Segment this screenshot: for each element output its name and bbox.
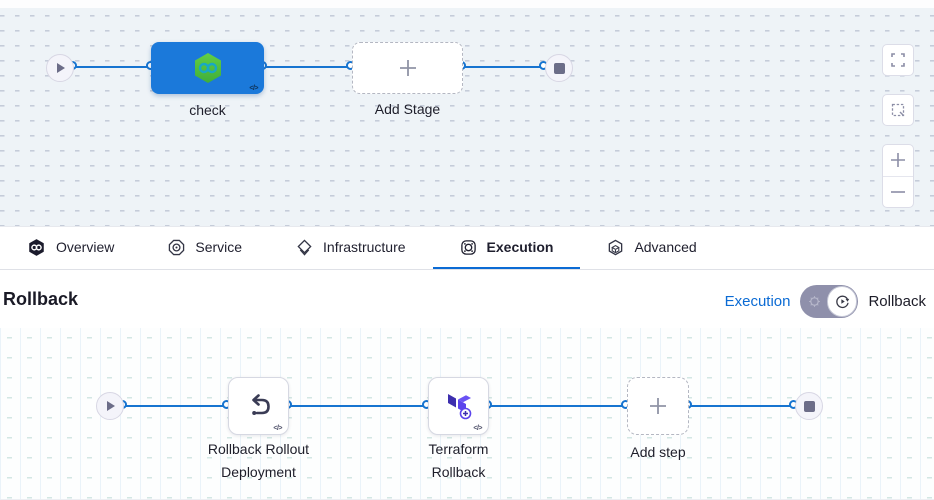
fullscreen-icon (891, 53, 905, 67)
zoom-out-button[interactable] (883, 177, 913, 208)
terraform-icon (447, 394, 471, 420)
play-icon (57, 63, 65, 73)
add-step-button[interactable] (627, 377, 689, 435)
step-label: Terraform Rollback (428, 441, 489, 480)
canvas-top-edge (0, 0, 934, 8)
tab-label: Overview (56, 239, 115, 255)
zoom-in-button[interactable] (883, 145, 913, 177)
execution-rollback-toggle[interactable] (800, 285, 859, 318)
tab-label: Service (195, 239, 243, 255)
stage-check[interactable]: </> (151, 42, 264, 94)
execution-mode-link[interactable]: Execution (724, 293, 791, 310)
connector-line (74, 66, 152, 68)
fullscreen-button[interactable] (882, 44, 914, 76)
connector-line (124, 405, 228, 407)
connector-line (489, 405, 627, 407)
tab-service[interactable]: Service (141, 227, 269, 269)
connector-line (264, 66, 352, 68)
add-step-label: Add step (630, 444, 686, 460)
rollback-mode-label: Rollback (868, 293, 926, 310)
code-icon: </> (249, 85, 258, 92)
section-title: Rollback (3, 289, 79, 309)
tab-label: Advanced (634, 239, 697, 255)
target-octagon-icon (169, 239, 185, 255)
stop-icon (803, 400, 815, 412)
rollback-section-header: Rollback Execution Rollb (0, 270, 934, 328)
plus-icon (650, 398, 666, 414)
toggle-rollback-segment[interactable] (827, 286, 858, 317)
step-rollback-rollout-deployment[interactable]: </> (228, 377, 289, 435)
step-terraform-rollback[interactable]: </> (428, 377, 489, 435)
rollback-canvas: </> Rollback Rollout Deployment </> Terr… (0, 328, 934, 499)
harness-cd-hexagon-icon (194, 53, 221, 83)
toggle-execution-segment[interactable] (800, 285, 829, 318)
plus-icon (891, 153, 905, 168)
connector-line (689, 405, 795, 407)
marquee-icon (891, 103, 905, 117)
stage-config-tabs: Overview Service Infrastructure (0, 226, 934, 270)
minus-icon (891, 190, 905, 193)
tab-advanced[interactable]: Advanced (580, 227, 723, 269)
rollback-rerun-icon (836, 295, 850, 309)
tab-label: Infrastructure (323, 239, 406, 255)
rollback-end-node (795, 392, 823, 420)
stop-icon (553, 62, 565, 74)
dot-grid-background (0, 8, 934, 226)
plus-icon (399, 60, 416, 76)
rollback-start-node (96, 392, 124, 420)
code-icon: </> (473, 425, 482, 432)
code-icon: </> (273, 425, 282, 432)
add-stage-button[interactable] (352, 42, 463, 94)
pipeline-start-node (46, 54, 74, 82)
play-icon (107, 401, 115, 411)
governance-icon (460, 239, 476, 255)
hexagon-cube-icon (609, 239, 623, 255)
connector-line (463, 66, 545, 68)
zoom-controls (882, 144, 914, 208)
undo-arrow-icon (251, 394, 270, 415)
stage-canvas: </> check Add Stage (0, 0, 934, 226)
pipeline-end-node (545, 54, 573, 82)
stage-label: check (189, 102, 226, 118)
diamond-layers-icon (297, 238, 312, 256)
execution-rollback-switch-group: Execution Rollback (725, 285, 926, 318)
tab-overview[interactable]: Overview (0, 227, 141, 269)
tab-label: Execution (486, 239, 554, 255)
connector-line (289, 405, 428, 407)
tab-infrastructure[interactable]: Infrastructure (269, 227, 432, 269)
tab-execution[interactable]: Execution (432, 227, 581, 269)
gear-icon (809, 296, 821, 307)
harness-logo-icon (29, 238, 44, 256)
marquee-select-button[interactable] (882, 94, 914, 126)
add-stage-label: Add Stage (374, 101, 441, 117)
step-label: Rollback Rollout Deployment (207, 441, 310, 480)
